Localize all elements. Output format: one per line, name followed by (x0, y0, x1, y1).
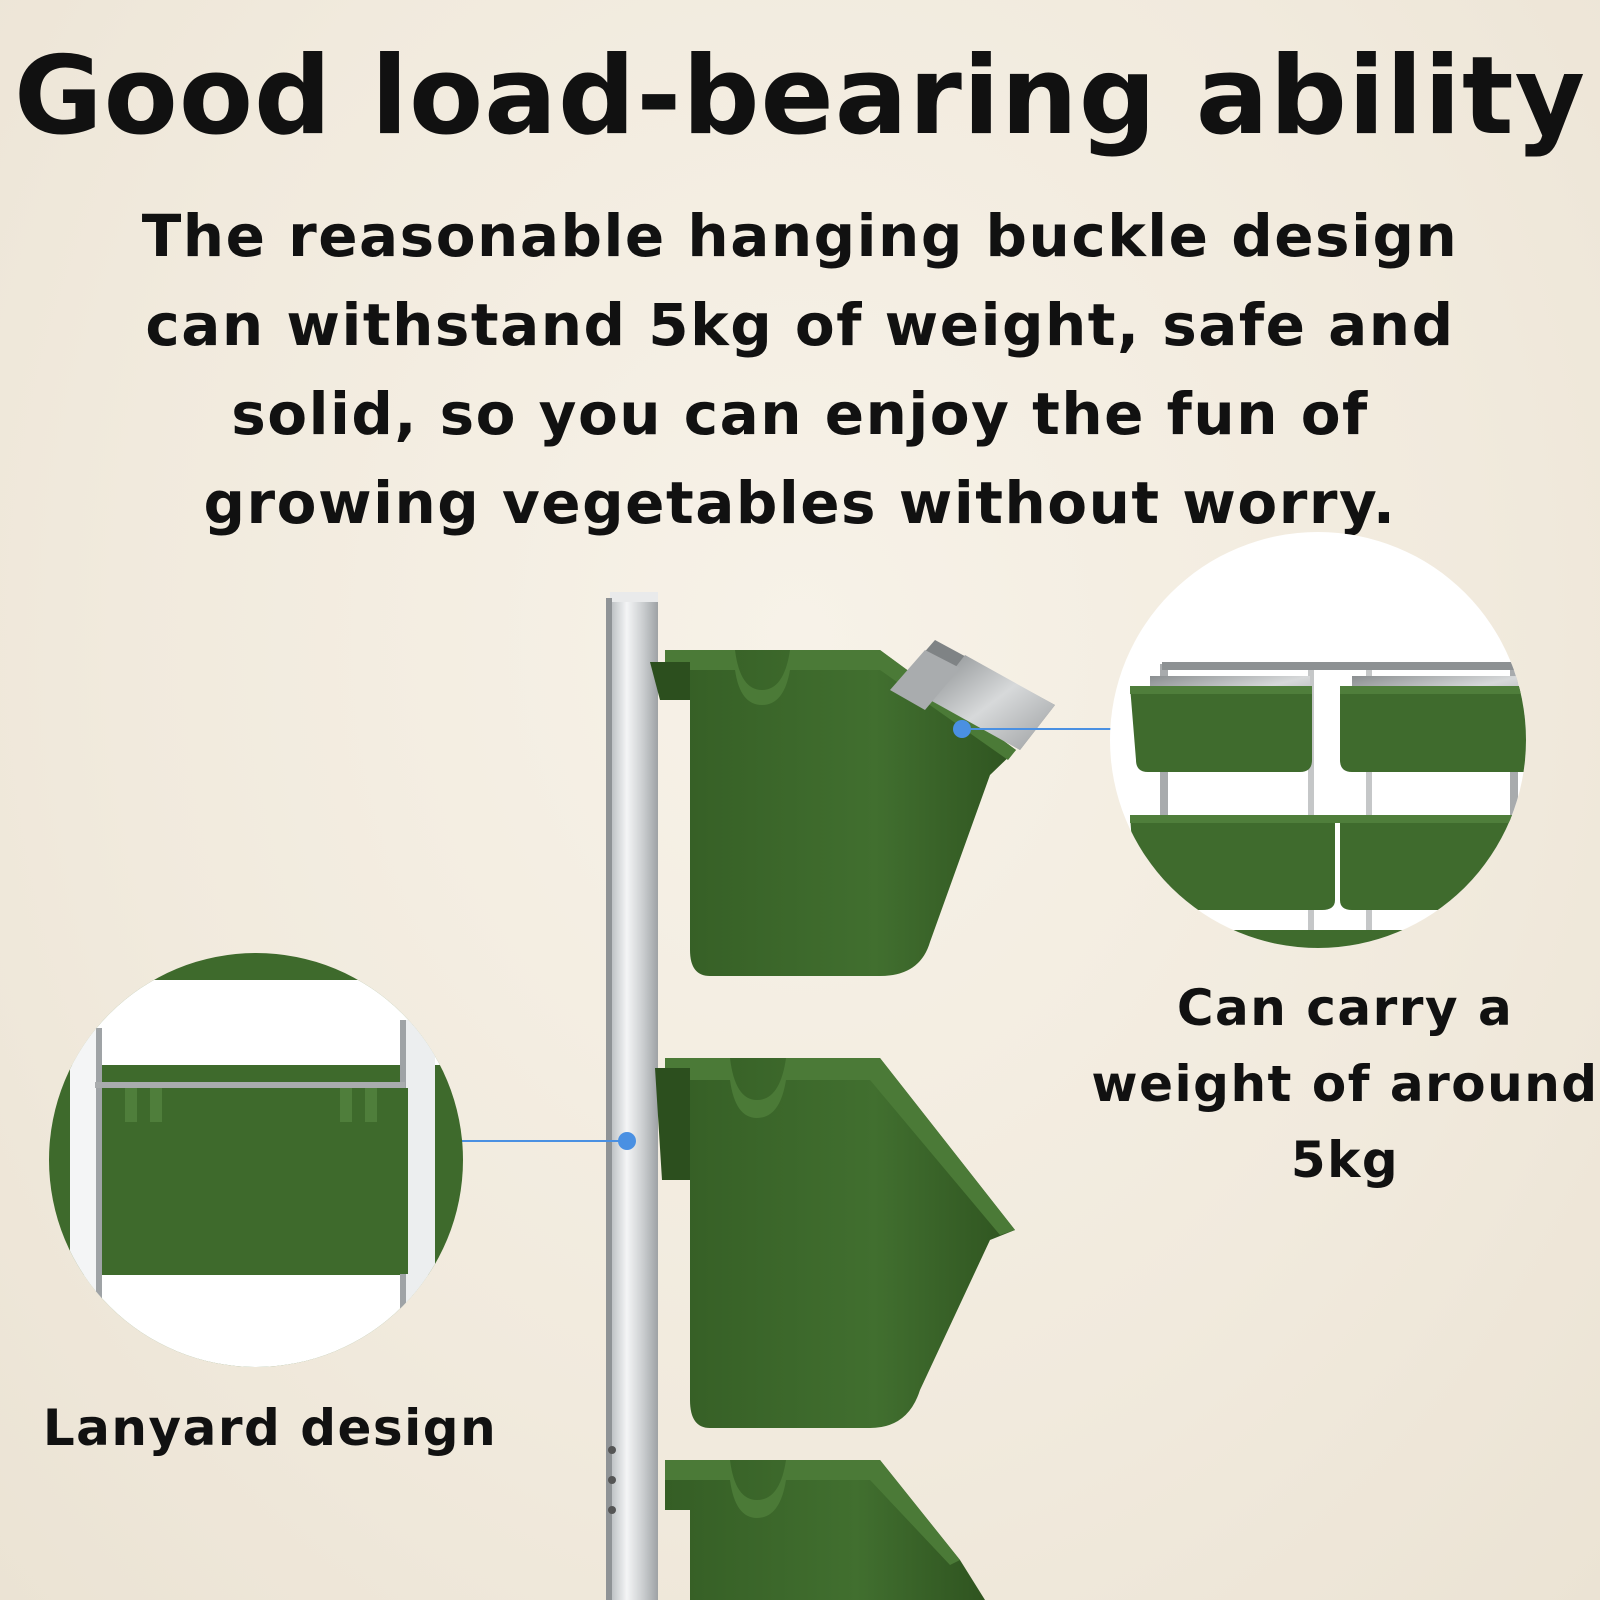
callout-line-right (953, 720, 1128, 738)
detail-circle-lanyard (49, 953, 463, 1367)
callout-line-left (462, 1132, 636, 1150)
headline: Good load-bearing ability (14, 34, 1586, 159)
detail-circle-weights (1110, 532, 1526, 948)
weight-blocks (890, 640, 1055, 750)
caption-weight-capacity: Can carry a weight of around 5kg (1091, 979, 1599, 1189)
description: The reasonable hanging buckle design can… (141, 202, 1459, 537)
planter-top (650, 640, 1055, 976)
support-pole (606, 592, 658, 1600)
planter-bottom (665, 1460, 985, 1600)
caption-lanyard-design: Lanyard design (42, 1399, 498, 1457)
planter-middle (655, 1058, 1015, 1428)
